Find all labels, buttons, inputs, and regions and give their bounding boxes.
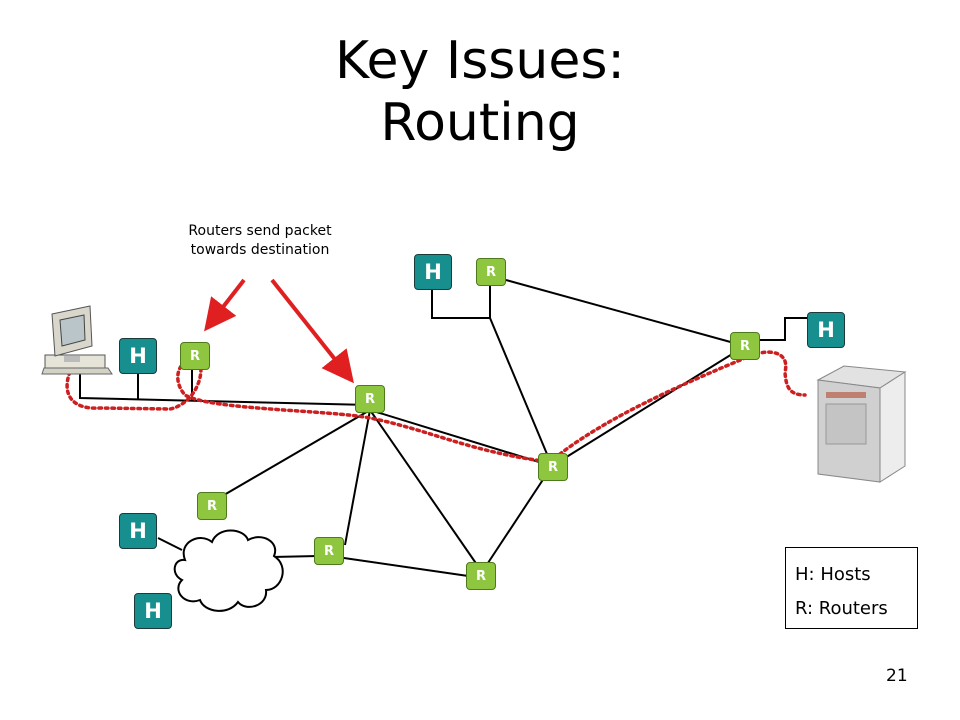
annotation-line1: Routers send packet xyxy=(188,223,332,239)
desktop-computer-icon xyxy=(41,305,113,375)
link-left-lan xyxy=(79,365,371,406)
host-cloud-bottom: H xyxy=(134,593,172,629)
legend-hosts: H: Hosts xyxy=(795,564,871,585)
link-mid-bottom xyxy=(481,465,553,573)
annotation-line2: towards destination xyxy=(190,242,330,258)
link-cloud-rcloud xyxy=(271,555,319,558)
link-hcloudtop-cloud xyxy=(157,537,183,551)
slide-title-line1: Key Issues: xyxy=(335,31,625,91)
router-center: R xyxy=(355,385,385,413)
slide-title-line2: Routing xyxy=(380,93,580,153)
link-rright-hright xyxy=(755,317,810,341)
router-mid-right: R xyxy=(538,453,568,481)
arrow-to-left-router xyxy=(204,278,246,332)
legend-box: H: Hosts R: Routers xyxy=(785,547,918,629)
link-rtop-rright xyxy=(505,279,746,347)
router-left: R xyxy=(180,342,210,370)
annotation-text: Routers send packet towards destination xyxy=(160,222,360,260)
link-center-cloud xyxy=(344,409,371,546)
cloud-network xyxy=(173,529,284,612)
host-left: H xyxy=(119,338,157,374)
link-center-lowerleft xyxy=(211,409,371,503)
page-number: 21 xyxy=(886,666,908,686)
link-center-bottom xyxy=(369,409,483,573)
link-center-mid xyxy=(369,409,553,467)
network-links xyxy=(79,279,810,579)
arrow-to-center-router xyxy=(270,278,354,384)
link-top-lan xyxy=(431,288,490,319)
link-cloud-bottom xyxy=(329,555,483,579)
router-bottom: R xyxy=(466,562,496,590)
link-rright-rmid xyxy=(551,345,746,467)
host-top: H xyxy=(414,254,452,290)
legend-routers: R: Routers xyxy=(795,598,888,619)
packet-path xyxy=(65,350,807,464)
link-rtop-rmid xyxy=(489,317,553,467)
router-cloud: R xyxy=(314,537,344,565)
router-lower-left: R xyxy=(197,492,227,520)
host-cloud-top: H xyxy=(119,513,157,549)
router-top: R xyxy=(476,258,506,286)
server-icon xyxy=(816,365,907,483)
host-right: H xyxy=(807,312,845,348)
router-right: R xyxy=(730,332,760,360)
